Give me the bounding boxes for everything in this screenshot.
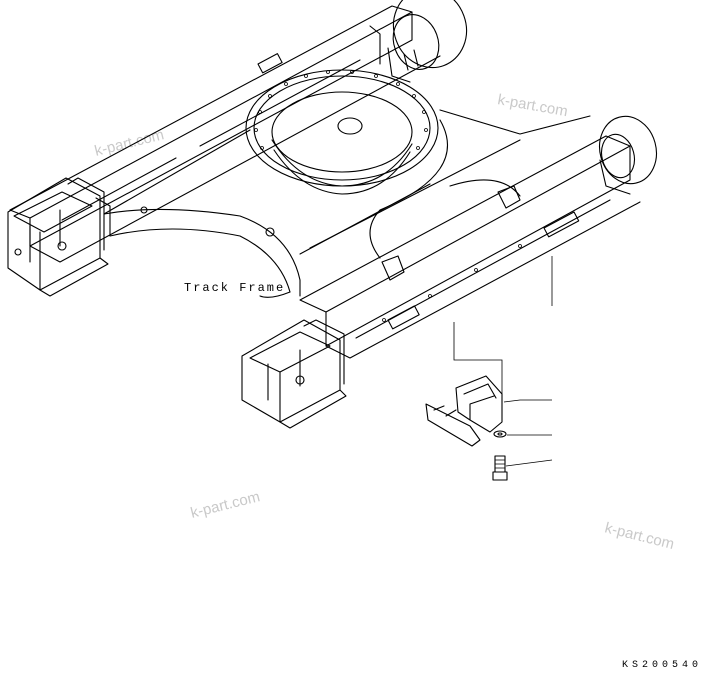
track-guard-part bbox=[425, 375, 503, 447]
watermark-4: k-part.com bbox=[603, 519, 676, 553]
track-frame-label: Track Frame bbox=[184, 281, 285, 295]
sprocket-drum-upper bbox=[387, 0, 468, 83]
center-frame bbox=[103, 109, 591, 298]
swing-circle-bolts bbox=[254, 70, 428, 150]
washer-part bbox=[493, 430, 507, 438]
idler-yoke-upper bbox=[7, 177, 109, 297]
drawing-code: KS200540 bbox=[622, 660, 702, 671]
guard-area-bracket bbox=[453, 256, 553, 404]
watermark-1: k-part.com bbox=[93, 126, 166, 160]
watermark-3: k-part.com bbox=[189, 488, 262, 522]
swing-circle bbox=[245, 69, 439, 195]
bolt-part bbox=[492, 455, 508, 481]
track-frame-drawing bbox=[7, 0, 657, 481]
sprocket-drum-lower bbox=[599, 115, 657, 195]
watermark-2: k-part.com bbox=[496, 91, 569, 120]
left-side-frame bbox=[9, 5, 441, 263]
idler-yoke-lower bbox=[241, 319, 347, 429]
right-side-frame bbox=[299, 135, 641, 359]
callout-leaders bbox=[503, 399, 553, 467]
